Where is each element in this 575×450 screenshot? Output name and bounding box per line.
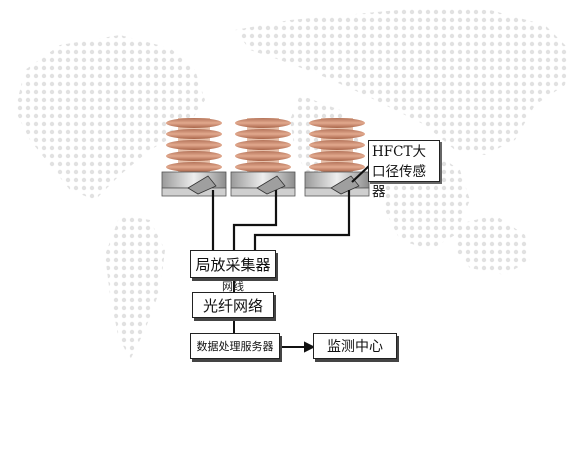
pd-collector-box: 局放采集器 xyxy=(190,250,276,278)
insulator-2 xyxy=(230,118,296,197)
monitoring-center-label: 监测中心 xyxy=(327,339,383,355)
fiber-network-box: 光纤网络 xyxy=(192,292,274,318)
data-server-box: 数据处理服务器 xyxy=(190,333,280,359)
sensor-wiring xyxy=(211,164,371,250)
insulator-1 xyxy=(161,118,227,197)
server-to-center-link xyxy=(280,341,316,353)
data-server-label: 数据处理服务器 xyxy=(196,340,274,353)
monitoring-center-box: 监测中心 xyxy=(313,333,397,359)
network-cable-label: 网线 xyxy=(222,280,244,293)
insulator-3 xyxy=(304,118,370,197)
hfct-sensor-label: HFCT大口径传感器 xyxy=(368,140,440,200)
fiber-network-label: 光纤网络 xyxy=(202,296,263,315)
pd-collector-label: 局放采集器 xyxy=(195,255,271,274)
